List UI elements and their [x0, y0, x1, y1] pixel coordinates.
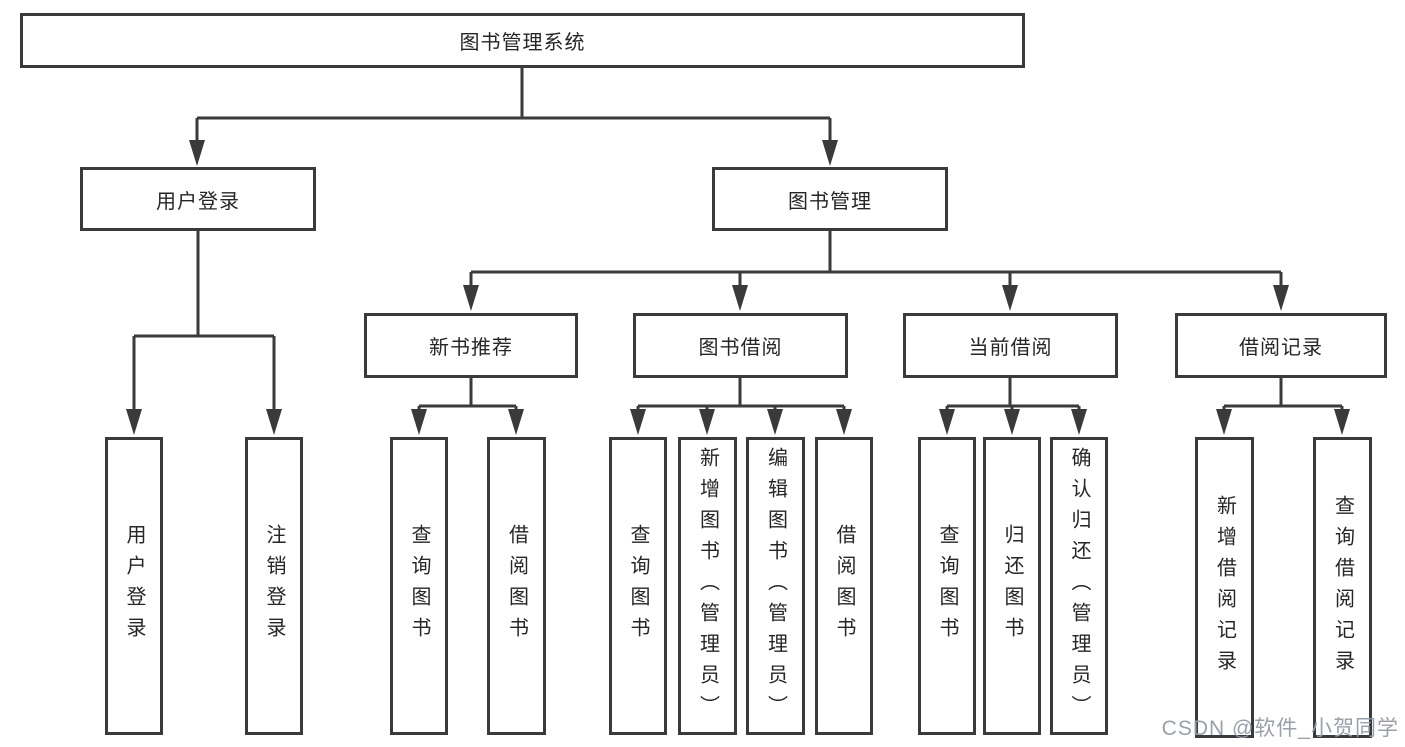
leaf-confirm-return-admin: 确认归还（管理员） [1050, 437, 1108, 735]
node-borrowing-records: 借阅记录 [1175, 313, 1387, 378]
leaf-query-books-borrow: 查询图书 [609, 437, 667, 735]
leaf-add-books-admin: 新增图书（管理员） [678, 437, 737, 735]
leaf-user-login: 用户登录 [105, 437, 163, 735]
node-library-management-system: 图书管理系统 [20, 13, 1025, 68]
leaf-borrow-books-new: 借阅图书 [487, 437, 546, 735]
node-current-borrowing: 当前借阅 [903, 313, 1118, 378]
leaf-add-borrow-record: 新增借阅记录 [1195, 437, 1254, 738]
node-new-book-recommendation: 新书推荐 [364, 313, 578, 378]
node-book-management: 图书管理 [712, 167, 948, 231]
leaf-edit-books-admin: 编辑图书（管理员） [746, 437, 805, 735]
node-user-login: 用户登录 [80, 167, 316, 231]
leaf-query-books-new: 查询图书 [390, 437, 448, 735]
leaf-borrow-books: 借阅图书 [815, 437, 873, 735]
leaf-logout-login: 注销登录 [245, 437, 303, 735]
leaf-query-books-current: 查询图书 [918, 437, 976, 735]
leaf-return-books: 归还图书 [983, 437, 1041, 735]
leaf-query-borrow-record: 查询借阅记录 [1313, 437, 1372, 738]
node-book-borrowing: 图书借阅 [633, 313, 848, 378]
watermark: CSDN @软件_小贺同学 [1161, 717, 1399, 740]
